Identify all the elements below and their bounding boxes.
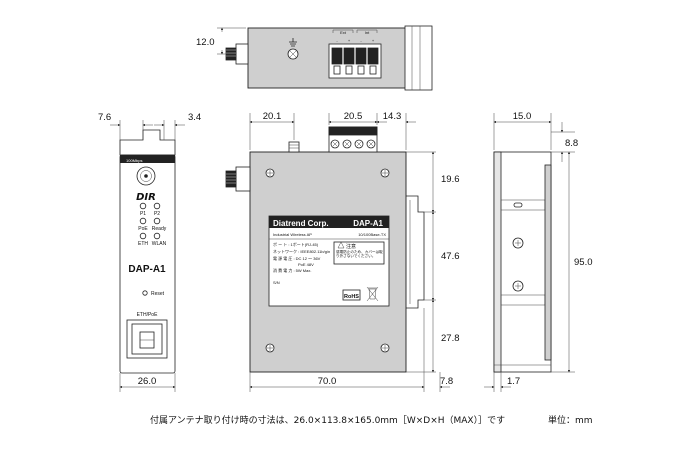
top-view: Ext Int - + - + 12.0 bbox=[196, 25, 433, 91]
led-ready bbox=[153, 217, 161, 225]
dim-side-left: 20.1 bbox=[263, 111, 282, 122]
port-label: ETH/PoE bbox=[137, 312, 159, 318]
rohs-badge bbox=[342, 289, 361, 301]
caution-title: 注意 bbox=[346, 243, 356, 250]
front-speed-bar bbox=[120, 155, 175, 163]
dim-front-width: 26.0 bbox=[138, 376, 157, 387]
label-spec-voltage: 電 源 電 圧 : DC 12 ～ 36V bbox=[273, 255, 321, 261]
dim-depth-bottom: 1.7 bbox=[507, 376, 520, 387]
dim-depth-width: 15.0 bbox=[513, 111, 532, 122]
label-serial: S/N bbox=[273, 280, 280, 285]
side-view-din-clip bbox=[406, 195, 425, 309]
dim-right-bottom: 27.8 bbox=[441, 333, 460, 344]
reset-button bbox=[142, 290, 148, 296]
front-view: 100Mbps DIR P1 P2 PoE Ready ETH WLAN DAP… bbox=[98, 112, 201, 392]
dim-right-mid: 47.6 bbox=[441, 251, 460, 262]
terminal-polarity-4: + bbox=[372, 38, 375, 43]
led-p2 bbox=[153, 202, 161, 210]
top-view-din-clip bbox=[404, 25, 433, 91]
dim-front-right: 3.4 bbox=[188, 112, 201, 123]
speed-label: 100Mbps bbox=[126, 158, 142, 163]
brand-logo: DIR bbox=[136, 192, 156, 203]
led-p1 bbox=[139, 202, 147, 210]
caution-box bbox=[333, 241, 385, 265]
terminal-polarity-3: - bbox=[360, 38, 362, 43]
front-view-din-clip bbox=[119, 129, 176, 156]
label-spec-network: ネットワーク : IEEE802.11b/g/n bbox=[273, 248, 330, 254]
dim-side-7-8: 7.8 bbox=[440, 376, 453, 387]
led-label-wlan: WLAN bbox=[152, 241, 167, 247]
rohs-label: RoHS bbox=[344, 294, 359, 300]
dim-depth-height: 95.0 bbox=[574, 257, 593, 268]
top-view-antenna-nut bbox=[235, 43, 249, 65]
led-eth bbox=[139, 232, 147, 240]
dim-front-left: 7.6 bbox=[98, 112, 111, 123]
label-port-type: 10/100Base-TX bbox=[358, 232, 386, 237]
reset-label: Reset bbox=[151, 291, 165, 297]
terminal-polarity-1: - bbox=[336, 38, 338, 43]
side-view-antenna-nut bbox=[235, 166, 251, 192]
terminal-polarity-2: + bbox=[348, 38, 351, 43]
caution-text: 感電防止のため、カバーは取り外さないでください。 bbox=[336, 250, 383, 259]
label-description: Industrial Wireless AP bbox=[273, 232, 312, 237]
front-model-label: DAP-A1 bbox=[128, 264, 166, 275]
caution-text-box: 感電防止のため、カバーは取り外さないでください。 bbox=[336, 250, 383, 259]
terminal-label-int: Int bbox=[365, 30, 370, 35]
label-spec-power: 消 費 電 力 : 5W Max. bbox=[273, 267, 311, 273]
dim-side-right: 14.3 bbox=[383, 111, 402, 122]
warning-triangle-icon bbox=[337, 241, 345, 249]
side-view-ground-screw bbox=[288, 141, 300, 153]
label-spec-poe: PoE 48V bbox=[298, 262, 314, 267]
footer-note: 付属アンテナ取り付け時の寸法は、26.0×113.8×165.0mm［W×D×H… bbox=[150, 414, 505, 426]
dim-depth-top: 8.8 bbox=[565, 138, 578, 149]
label-spec-port: ポ ー ト : 1ポート(RJ-45) bbox=[273, 241, 319, 247]
led-label-p2: P2 bbox=[154, 211, 160, 217]
led-label-poe: PoE bbox=[138, 226, 148, 232]
weee-bin-icon bbox=[366, 286, 379, 302]
side-view: Diatrend Corp. DAP-A1 Industrial Wireles… bbox=[225, 111, 460, 392]
dim-top-height: 12.0 bbox=[196, 37, 215, 48]
terminal-label-ext: Ext bbox=[340, 30, 347, 35]
unit-note: 単位：mm bbox=[548, 414, 593, 426]
led-label-ready: Ready bbox=[152, 226, 167, 232]
side-view-antenna-connector bbox=[225, 170, 237, 188]
ground-symbol-icon bbox=[289, 38, 297, 47]
dim-side-terminal: 20.5 bbox=[344, 111, 363, 122]
label-company: Diatrend Corp. bbox=[273, 219, 329, 228]
led-label-p1: P1 bbox=[140, 211, 146, 217]
led-label-eth: ETH bbox=[138, 241, 148, 247]
depth-view-body bbox=[493, 151, 552, 373]
depth-view: 15.0 8.8 95.0 1.7 bbox=[484, 111, 593, 392]
label-model: DAP-A1 bbox=[353, 219, 383, 228]
led-wlan bbox=[153, 232, 161, 240]
dim-side-width: 70.0 bbox=[318, 376, 337, 387]
product-label-header bbox=[269, 216, 389, 228]
dim-right-top: 19.6 bbox=[441, 174, 460, 185]
led-poe bbox=[139, 217, 147, 225]
